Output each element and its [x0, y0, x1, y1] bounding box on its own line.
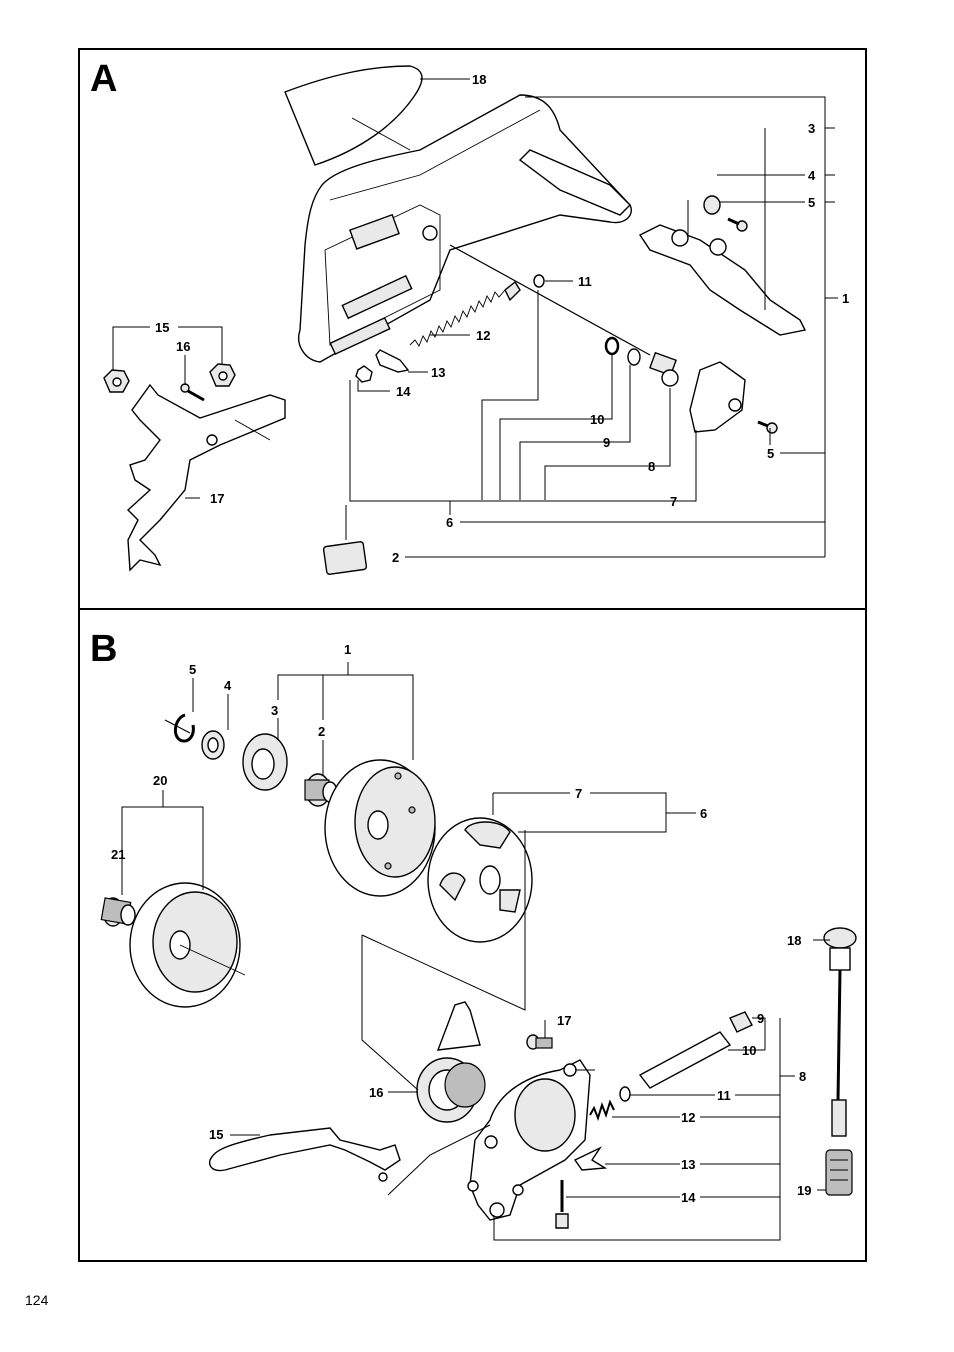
callout-b-10: 10	[742, 1043, 756, 1058]
part-plug-9	[729, 1011, 753, 1033]
page-number: 124	[25, 1292, 49, 1308]
callout-a-4: 4	[808, 168, 816, 183]
section-a-letter: A	[90, 58, 118, 100]
part-rim-sprocket-3	[242, 733, 288, 791]
callout-a-13: 13	[431, 365, 445, 380]
section-a-leaders	[112, 78, 838, 558]
part-screw-14	[555, 1180, 569, 1229]
part-brake-lever	[518, 149, 631, 216]
callout-a-14: 14	[396, 384, 411, 399]
callout-b-8: 8	[799, 1069, 806, 1084]
part-clutch-drum-20	[129, 882, 246, 1008]
callout-a-5-top: 5	[808, 195, 815, 210]
section-a-drawing: 18 3 4 5 1 11 12 13 14 15 16 17 10 9 8 7…	[103, 65, 849, 575]
callout-b-11: 11	[717, 1088, 731, 1103]
callout-a-8: 8	[648, 459, 655, 474]
callout-b-1: 1	[344, 642, 351, 657]
part-circlip-5	[173, 713, 195, 743]
part-spring-12	[409, 280, 521, 347]
part-screw-5b	[757, 420, 778, 434]
callout-b-2: 2	[318, 724, 325, 739]
callout-b-7: 7	[575, 786, 582, 801]
callout-b-17: 17	[557, 1013, 571, 1028]
callout-a-1: 1	[842, 291, 849, 306]
part-screw-5a	[727, 217, 748, 232]
callout-a-15: 15	[155, 320, 169, 335]
part-washer-11	[533, 274, 545, 288]
part-washer-11	[619, 1086, 631, 1102]
callout-a-2: 2	[392, 550, 399, 565]
callout-b-9: 9	[757, 1011, 764, 1026]
callout-a-17: 17	[210, 491, 224, 506]
part-screw-17	[526, 1034, 553, 1050]
callout-b-18: 18	[787, 933, 801, 948]
callout-a-12: 12	[476, 328, 490, 343]
callout-b-15: 15	[209, 1127, 223, 1142]
part-arrow-13	[573, 1146, 608, 1171]
figure-frame	[78, 48, 867, 1262]
callout-b-12: 12	[681, 1110, 695, 1125]
part-strainer-19	[825, 1149, 853, 1196]
part-washer-9	[627, 348, 641, 366]
callout-a-16: 16	[176, 339, 190, 354]
callout-b-6: 6	[700, 806, 707, 821]
part-clutch-drum-1	[324, 759, 436, 897]
callout-a-18: 18	[472, 72, 486, 87]
part-spike-bumper-17	[126, 383, 286, 572]
callout-a-7: 7	[670, 494, 677, 509]
callout-b-20: 20	[153, 773, 167, 788]
part-guard-plate	[284, 65, 423, 166]
part-cover-plate-7	[689, 361, 746, 433]
callout-a-9: 9	[603, 435, 610, 450]
part-worm-gear-16	[416, 1001, 486, 1123]
part-clutch-shoe-6	[427, 817, 533, 943]
callout-b-4: 4	[224, 678, 232, 693]
part-plunger-10	[638, 1031, 732, 1089]
part-oil-pump-body	[467, 1059, 591, 1221]
part-needle-bearing-21	[100, 897, 136, 927]
section-b-letter: B	[90, 628, 118, 670]
part-oil-filter-18	[823, 927, 857, 1137]
callout-b-14: 14	[681, 1190, 696, 1205]
section-b-leaders	[121, 662, 830, 1241]
callout-a-3: 3	[808, 121, 815, 136]
callout-a-11: 11	[578, 274, 592, 289]
part-sprocket-8	[649, 351, 679, 387]
part-pad-2	[322, 541, 368, 575]
callout-b-16: 16	[369, 1085, 383, 1100]
part-bracket-arm	[638, 224, 807, 336]
callout-b-5: 5	[189, 662, 196, 677]
callout-b-19: 19	[797, 1183, 811, 1198]
part-pin-13	[375, 349, 410, 373]
section-b-drawing: 1 5 4 3 2 20 7 6 21 18 17 9 10 8 16 11 1…	[100, 642, 857, 1241]
callout-b-3: 3	[271, 703, 278, 718]
part-oring-10	[604, 336, 620, 356]
part-oil-hose-15	[208, 1127, 401, 1172]
callout-a-6: 6	[446, 515, 453, 530]
callout-b-21: 21	[111, 847, 125, 862]
part-spring-12	[589, 1099, 615, 1122]
part-bushing	[703, 195, 721, 215]
part-bolt-16	[180, 383, 205, 402]
callout-a-10: 10	[590, 412, 604, 427]
callout-a-5-bottom: 5	[767, 446, 774, 461]
section-divider	[78, 608, 867, 610]
part-stop-14	[355, 365, 373, 383]
callout-b-13: 13	[681, 1157, 695, 1172]
